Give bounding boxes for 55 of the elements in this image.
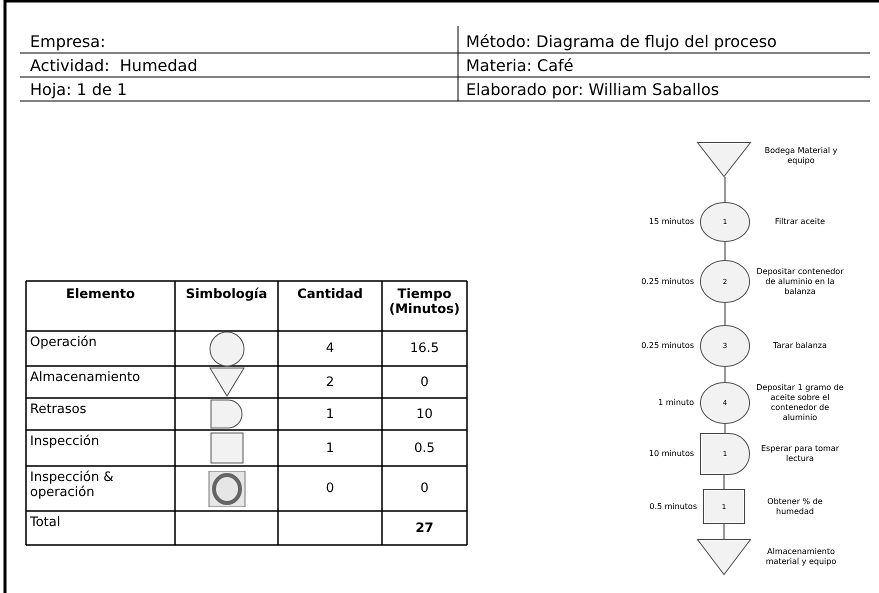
connector-line <box>723 475 725 489</box>
connector-line <box>724 367 726 382</box>
step-time: 0.5 minutos <box>648 502 697 512</box>
total-value: 27 <box>414 520 435 536</box>
step-description: Esperar para tomar lectura <box>760 444 840 464</box>
header-field: Elaborado por: William Saballos <box>466 80 866 98</box>
cell-value: 0 <box>419 374 430 390</box>
step-description: Bodega Material y equipo <box>764 146 838 166</box>
step-description: Obtener % de humedad <box>766 496 824 516</box>
cell-value: 4 <box>324 341 336 356</box>
cell-value: 10 <box>415 406 434 422</box>
delay-symbol <box>700 433 750 475</box>
step-description: Filtrar aceite <box>774 217 826 227</box>
storage-triangle <box>697 142 751 177</box>
header-field: Método: Diagrama de flujo del proceso <box>466 32 866 50</box>
step-description: Almacenamiento material y equipo <box>764 547 838 567</box>
operation-circle <box>700 202 750 242</box>
step-description: Depositar 1 gramo de aceite sobre el contenedor de aluminio <box>756 383 844 423</box>
step-time: 0.25 minutos <box>640 276 694 286</box>
row-label: Almacenamiento <box>30 370 142 385</box>
step-time: 15 minutos <box>648 217 694 227</box>
operation-circle <box>700 382 750 424</box>
cell-value: 0 <box>324 481 336 496</box>
operation-circle <box>700 325 750 367</box>
connector-line <box>724 242 726 260</box>
cell-value: 0.5 <box>413 440 436 456</box>
header-field: Actividad: Humedad <box>30 56 430 74</box>
row-label: Total <box>30 515 62 530</box>
header-field: Hoja: 1 de 1 <box>30 80 430 98</box>
storage-triangle <box>697 539 751 575</box>
cell-value: 0 <box>419 481 430 496</box>
column-header: Elemento <box>65 287 136 302</box>
step-time: 0.25 minutos <box>640 341 694 351</box>
column-header: Tiempo (Minutos) <box>388 287 461 317</box>
connector-line <box>723 524 725 539</box>
column-header: Cantidad <box>296 287 364 302</box>
cell-value: 1 <box>324 406 336 422</box>
connector-line <box>724 303 726 325</box>
step-time: 10 minutos <box>648 449 694 459</box>
inspection-square <box>703 489 745 524</box>
header-field: Materia: Café <box>466 56 866 74</box>
step-description: Depositar contenedor de aluminio en la balanza <box>756 266 844 296</box>
connector-line <box>724 177 726 202</box>
step-time: 1 minuto <box>657 398 694 408</box>
operation-circle <box>700 260 750 303</box>
step-description: Tarar balanza <box>772 341 828 351</box>
header-field: Empresa: <box>30 32 430 50</box>
row-label: Inspección <box>30 434 100 449</box>
cell-value: 2 <box>324 374 336 390</box>
column-header: Simbología <box>184 287 268 302</box>
cell-value: 1 <box>324 440 336 456</box>
row-label: Operación <box>30 335 98 350</box>
row-label: Retrasos <box>30 402 88 417</box>
row-label: Inspección & operación <box>30 470 114 500</box>
cell-value: 16.5 <box>409 341 440 356</box>
